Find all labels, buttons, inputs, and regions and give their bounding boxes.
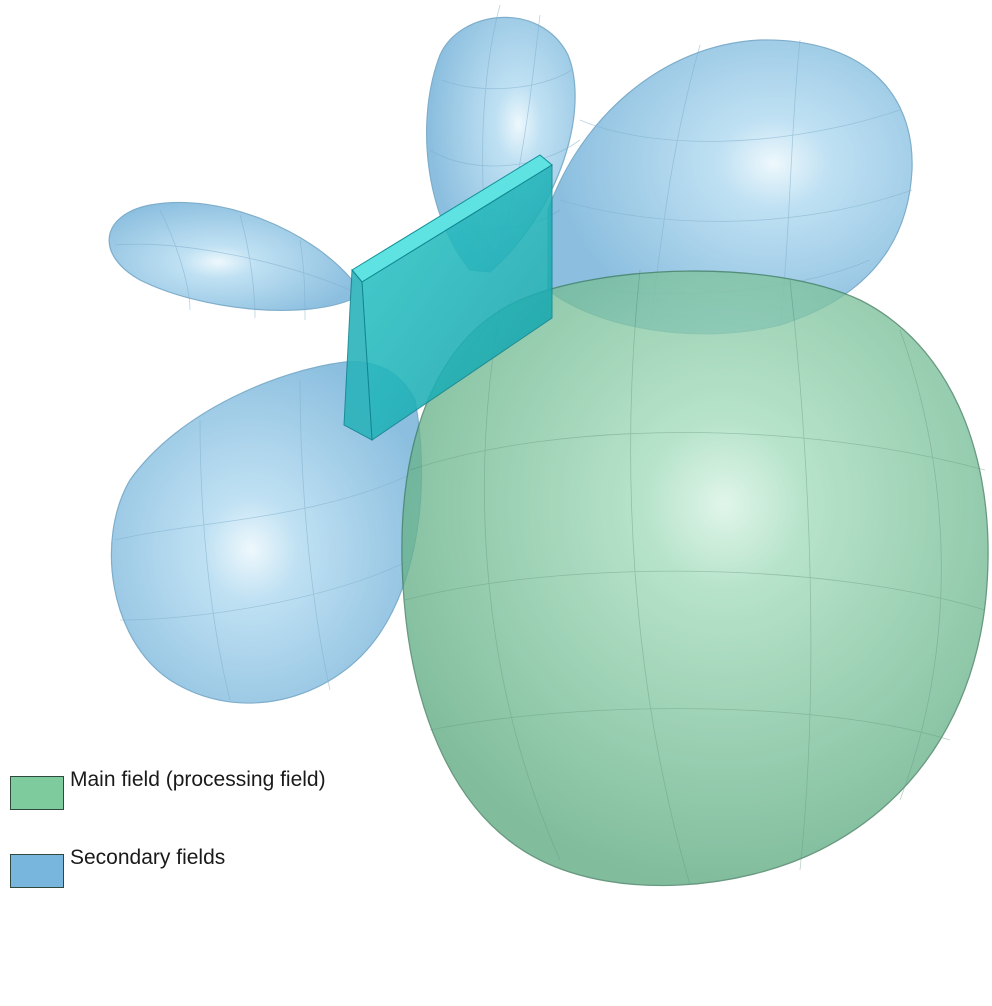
emitter-block bbox=[343, 154, 553, 441]
secondary-lobe-upper-left bbox=[108, 201, 353, 321]
secondary-lobe-lower-left bbox=[110, 361, 423, 704]
legend-item-main: Main field (processing field) bbox=[10, 768, 326, 810]
legend-item-secondary: Secondary fields bbox=[10, 846, 225, 888]
main-field-lobe bbox=[401, 269, 989, 887]
secondary-fields-swatch bbox=[10, 854, 64, 888]
main-field-label: Main field (processing field) bbox=[70, 768, 326, 791]
secondary-fields-label: Secondary fields bbox=[70, 846, 226, 869]
main-field-swatch bbox=[10, 776, 64, 810]
